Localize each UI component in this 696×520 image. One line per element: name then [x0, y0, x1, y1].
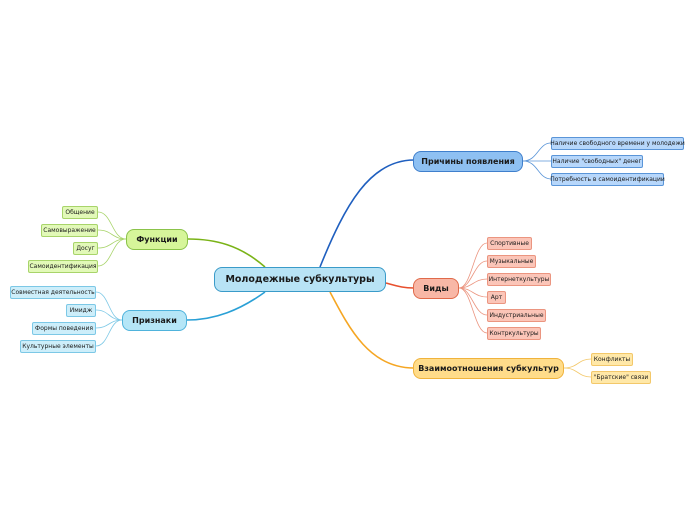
link-relations: [329, 291, 415, 369]
topic-signs[interactable]: Признаки: [122, 310, 187, 331]
link-causes: [319, 159, 415, 268]
leaf-relations-2[interactable]: "Братские" связи: [591, 371, 651, 384]
leaf-signs-1[interactable]: Совместная деятельность: [10, 286, 96, 299]
leaf-functions-2[interactable]: Самовыражение: [41, 224, 98, 237]
leaf-causes-3[interactable]: Потребность в самоидентификации: [550, 173, 665, 186]
topic-types[interactable]: Виды: [413, 278, 459, 299]
leaf-types-1[interactable]: Спортивные: [487, 237, 532, 250]
link-types: [385, 282, 415, 289]
topic-causes[interactable]: Причины появления: [413, 151, 523, 172]
link-signs: [186, 291, 266, 321]
leaf-causes-2[interactable]: Наличие "свободных" денег: [551, 155, 643, 168]
leaf-types-3[interactable]: Интернеткультуры: [487, 273, 551, 286]
leaf-types-2[interactable]: Музыкальные: [487, 255, 536, 268]
leaf-signs-4[interactable]: Культурные элементы: [20, 340, 96, 353]
leaf-relations-1[interactable]: Конфликты: [591, 353, 633, 366]
leaf-types-5[interactable]: Индустриальные: [487, 309, 546, 322]
leaf-functions-4[interactable]: Самоидентификация: [28, 260, 98, 273]
leaf-types-6[interactable]: Контркультуры: [487, 327, 541, 340]
leaf-types-4[interactable]: Арт: [487, 291, 506, 304]
leaf-signs-3[interactable]: Формы поведения: [32, 322, 96, 335]
topic-relations[interactable]: Взаимоотношения субкультур: [413, 358, 564, 379]
central-topic[interactable]: Молодежные субкультуры: [214, 267, 386, 292]
topic-functions[interactable]: Функции: [126, 229, 188, 250]
leaf-functions-1[interactable]: Общение: [62, 206, 98, 219]
leaf-signs-2[interactable]: Имидж: [66, 304, 96, 317]
leaf-functions-3[interactable]: Досуг: [73, 242, 98, 255]
leaf-causes-1[interactable]: Наличие свободного времени у молодежи: [550, 137, 685, 150]
link-functions: [187, 238, 266, 268]
